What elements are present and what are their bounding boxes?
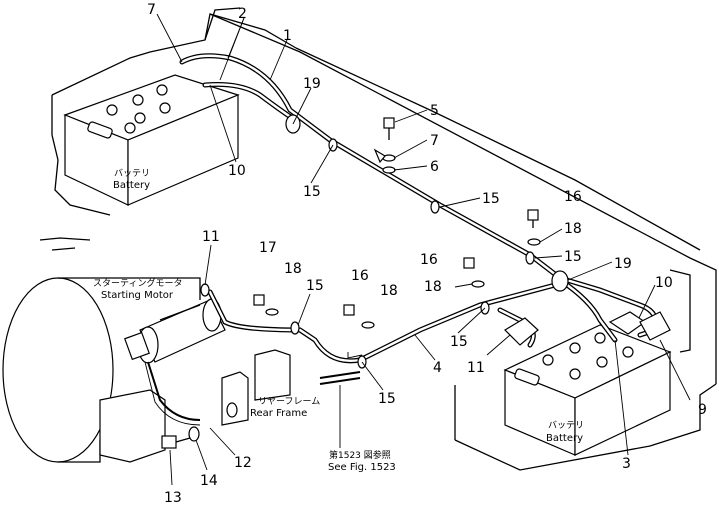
callout-15-d: 15 xyxy=(450,334,468,350)
battery-relay xyxy=(504,311,671,346)
battery-left: バッテリ Battery xyxy=(63,74,240,206)
callout-10-right: 10 xyxy=(655,275,673,291)
callout-16-left: 16 xyxy=(351,268,369,284)
clamps xyxy=(200,114,569,369)
callout-18-left: 18 xyxy=(284,261,302,277)
callout-9: 9 xyxy=(698,402,707,418)
starting-motor xyxy=(124,298,226,364)
callout-2: 2 xyxy=(238,6,247,22)
battery-right-label-en: Battery xyxy=(546,433,583,444)
battery-left-label-en: Battery xyxy=(113,180,150,191)
callout-8: 7 xyxy=(147,2,156,18)
callout-16-right: 16 xyxy=(564,189,582,205)
leader-lines xyxy=(156,13,691,486)
starting-motor-label-en: Starting Motor xyxy=(101,290,174,301)
callout-5: 5 xyxy=(430,103,439,119)
callout-18-mid: 18 xyxy=(424,279,442,295)
callout-13: 13 xyxy=(164,490,182,506)
callout-15-a: 15 xyxy=(303,184,321,200)
rear-frame-label-jp: リヤーフレーム xyxy=(258,396,320,407)
rear-frame-label-en: Rear Frame xyxy=(250,408,307,419)
callout-11-right: 11 xyxy=(467,360,485,376)
callout-16-mid: 16 xyxy=(420,252,438,268)
callout-15-b: 15 xyxy=(482,191,500,207)
callout-numbers: 7 2 1 19 10 15 5 7 6 15 16 18 15 19 16 1… xyxy=(147,2,707,506)
callout-14: 14 xyxy=(200,473,218,489)
fasteners xyxy=(161,117,541,449)
callout-7: 7 xyxy=(430,133,439,149)
callout-11-left: 11 xyxy=(202,229,220,245)
callout-18-right: 18 xyxy=(564,221,582,237)
callout-19-left: 19 xyxy=(303,76,321,92)
callout-15-e: 15 xyxy=(378,391,396,407)
callout-3: 3 xyxy=(622,456,631,472)
callout-12: 12 xyxy=(234,455,252,471)
battery-right-label-jp: バッテリ xyxy=(548,420,584,431)
starting-motor-label-jp: スターティングモータ xyxy=(93,277,182,289)
callout-19-right: 19 xyxy=(614,256,632,272)
machine-body-outline xyxy=(39,7,717,471)
see-fig-label-en: See Fig. 1523 xyxy=(328,462,396,473)
callout-6: 6 xyxy=(430,159,439,175)
see-fig-label-jp: 第1523 図参照 xyxy=(329,449,391,461)
battery-left-label-jp: バッテリ xyxy=(114,168,150,179)
callout-15-c: 15 xyxy=(564,249,582,265)
callout-1: 1 xyxy=(283,28,292,44)
callout-15-f: 15 xyxy=(306,278,324,294)
callout-10-left: 10 xyxy=(228,163,246,179)
engine-housing xyxy=(2,277,201,463)
callout-18-left2: 18 xyxy=(380,283,398,299)
callout-17: 17 xyxy=(259,240,277,256)
callout-4: 4 xyxy=(433,360,442,376)
